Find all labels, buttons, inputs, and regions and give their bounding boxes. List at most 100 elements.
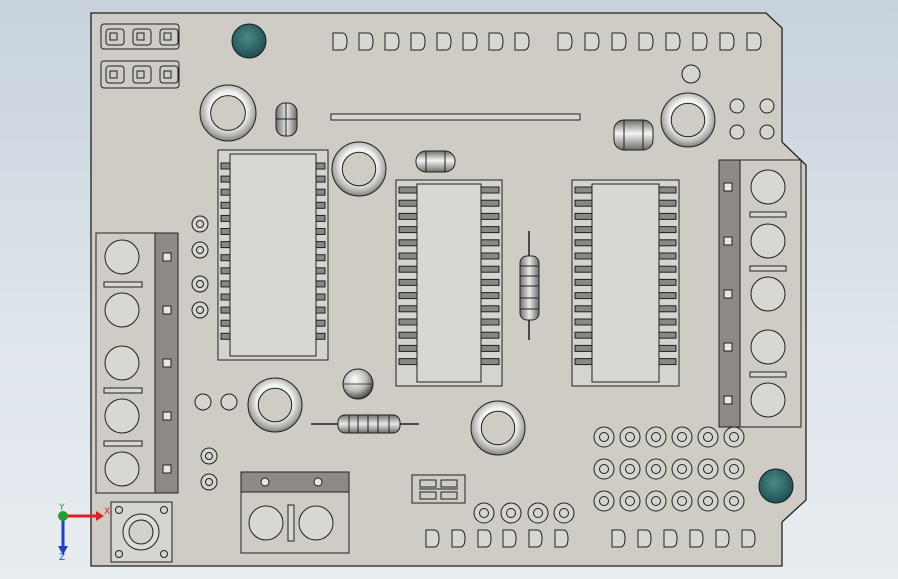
ic-pin [398,252,418,260]
via-hole [559,508,569,518]
grid-hole [599,432,609,442]
ic-pin [220,214,231,222]
header-pad [611,529,626,548]
ic-pin [480,186,500,194]
ic-pin [315,267,326,275]
ic-pin [658,252,677,260]
ic-pin [398,331,418,339]
ic-pin [398,239,418,247]
header-pad [554,529,569,548]
terminal-pin [723,182,733,192]
ic-pin [398,226,418,234]
ic-pin [398,265,418,273]
axis-z-label: Z [59,553,65,563]
grid-hole [625,496,635,506]
ic-pin [574,305,593,313]
ic-pin [574,212,593,220]
ic-pin [398,358,418,366]
header-pad [557,32,573,51]
grid-hole [729,432,739,442]
ic-body [416,183,482,383]
ic-pin [658,292,677,300]
terminal-separator [749,371,787,378]
electrolytic-capacitors [199,84,716,456]
ic-pin [480,358,500,366]
mount-hole-bottom-right [758,468,794,504]
terminal-screw [104,239,140,275]
header-pad [436,32,452,51]
ic-pin [220,188,231,196]
header-pad [637,529,652,548]
pin-grid-bottom-right [593,426,745,512]
ic-pin [220,241,231,249]
grid-hole [677,432,687,442]
ic-pin [480,239,500,247]
header-pad [741,529,756,548]
ic-pin [658,186,677,194]
terminal-screw [750,223,786,259]
terminal-pin [723,395,733,405]
ic-pin [220,254,231,262]
ic-pin [398,344,418,352]
header-pad [410,32,426,51]
ic-pin [220,267,231,275]
ic-pin [574,199,593,207]
ic-pin [574,331,593,339]
ic-pin [658,239,677,247]
ic-pin [658,331,677,339]
terminal-screw [104,345,140,381]
terminal-screw [104,398,140,434]
ic-pin [480,292,500,300]
grid-hole [729,464,739,474]
terminal-separator [103,387,143,394]
ic-pin [574,318,593,326]
terminal-pin [162,411,172,421]
header-pad [502,529,517,548]
ic-pin [220,162,231,170]
grid-hole [651,464,661,474]
capacitor-ring-inner [480,410,516,446]
header-2x3-bottom [100,60,180,89]
ic-pin [398,278,418,286]
capacitor-ring-inner [210,95,246,131]
terminal-block-right [718,159,802,428]
ic-pin [574,292,593,300]
ic-pin [220,280,231,288]
terminal-screw [750,169,786,205]
header-pad [425,529,440,548]
terminal-block-left [95,232,179,494]
grid-hole [651,496,661,506]
terminal-pin [723,289,733,299]
ic-pin [315,254,326,262]
ic-body [229,153,317,357]
header-pad [332,32,348,51]
ic-pin [315,175,326,183]
ic-pin [398,305,418,313]
terminal-pin [723,236,733,246]
ic-pin [480,305,500,313]
header-pad [715,529,730,548]
ic-pin [220,293,231,301]
terminal-screw [104,451,140,487]
ic-pin [398,199,418,207]
smd-footprint [411,474,466,504]
ic-pin [658,318,677,326]
ic-pin [315,214,326,222]
silkscreen-bar [330,113,581,121]
header-pad [665,32,681,51]
ceramic-cap-2 [415,150,456,173]
header-pad [719,32,735,51]
ic-pin [315,319,326,327]
ic-pin [398,212,418,220]
grid-hole [729,496,739,506]
ic-pin [220,228,231,235]
ic-pin [315,201,326,209]
terminal-separator [103,281,143,288]
header-pad [663,529,678,548]
ic-body [591,183,660,383]
ic-pin [658,305,677,313]
vias-top-right [681,64,775,140]
grid-hole [651,432,661,442]
grid-hole [677,464,687,474]
